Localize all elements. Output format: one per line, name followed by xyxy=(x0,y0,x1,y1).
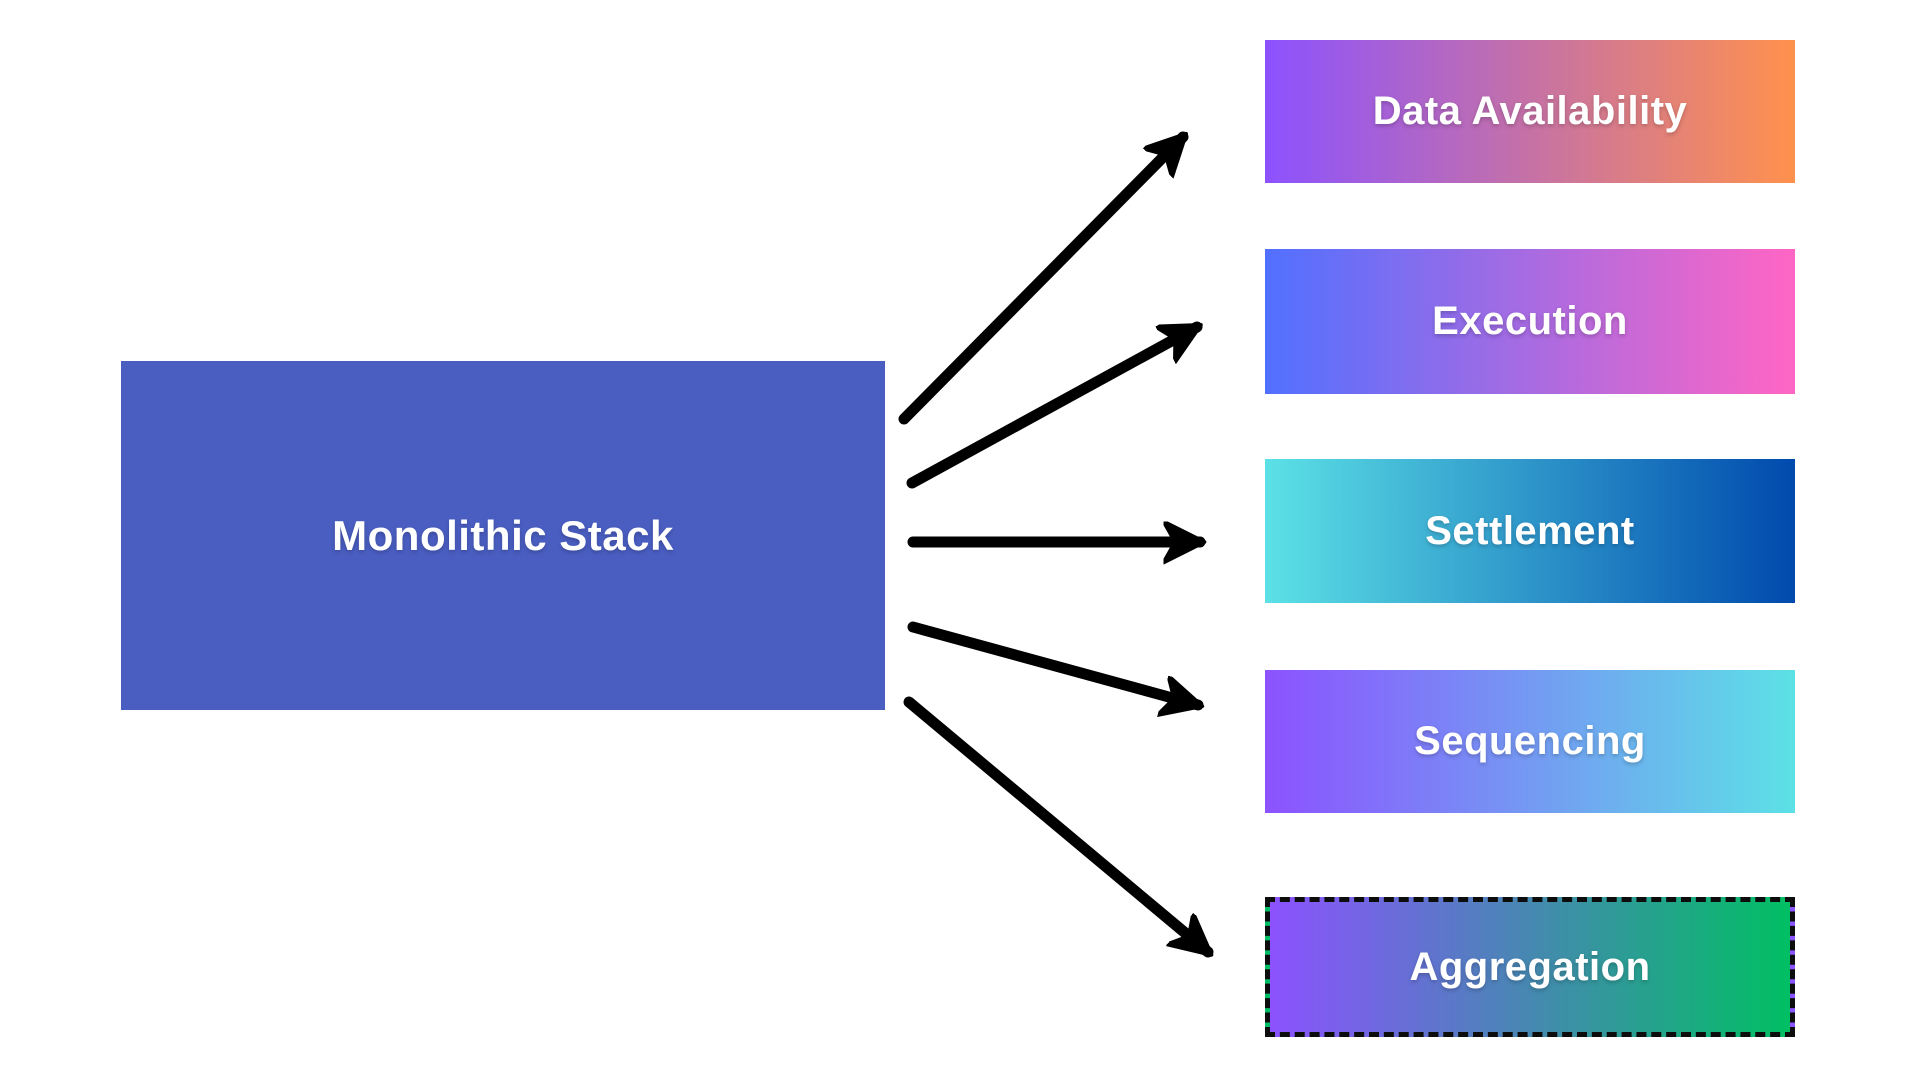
node-monolithic-stack: Monolithic Stack xyxy=(121,361,885,710)
node-settlement: Settlement xyxy=(1265,459,1795,603)
node-execution-label: Execution xyxy=(1432,299,1628,343)
node-aggregation-label: Aggregation xyxy=(1409,944,1651,989)
connector-arrow-4 xyxy=(903,696,1214,958)
node-settlement-label: Settlement xyxy=(1425,508,1635,553)
node-aggregation: Aggregation xyxy=(1265,897,1795,1037)
node-data-availability: Data Availability xyxy=(1265,40,1795,183)
node-monolithic-stack-label: Monolithic Stack xyxy=(332,511,674,559)
connector-arrow-3 xyxy=(907,621,1198,705)
connector-arrow-0 xyxy=(898,131,1189,425)
connector-arrow-1 xyxy=(906,321,1197,489)
node-sequencing-label: Sequencing xyxy=(1414,719,1646,763)
node-sequencing: Sequencing xyxy=(1265,670,1795,813)
node-data-availability-label: Data Availability xyxy=(1372,89,1688,133)
node-execution: Execution xyxy=(1265,249,1795,394)
